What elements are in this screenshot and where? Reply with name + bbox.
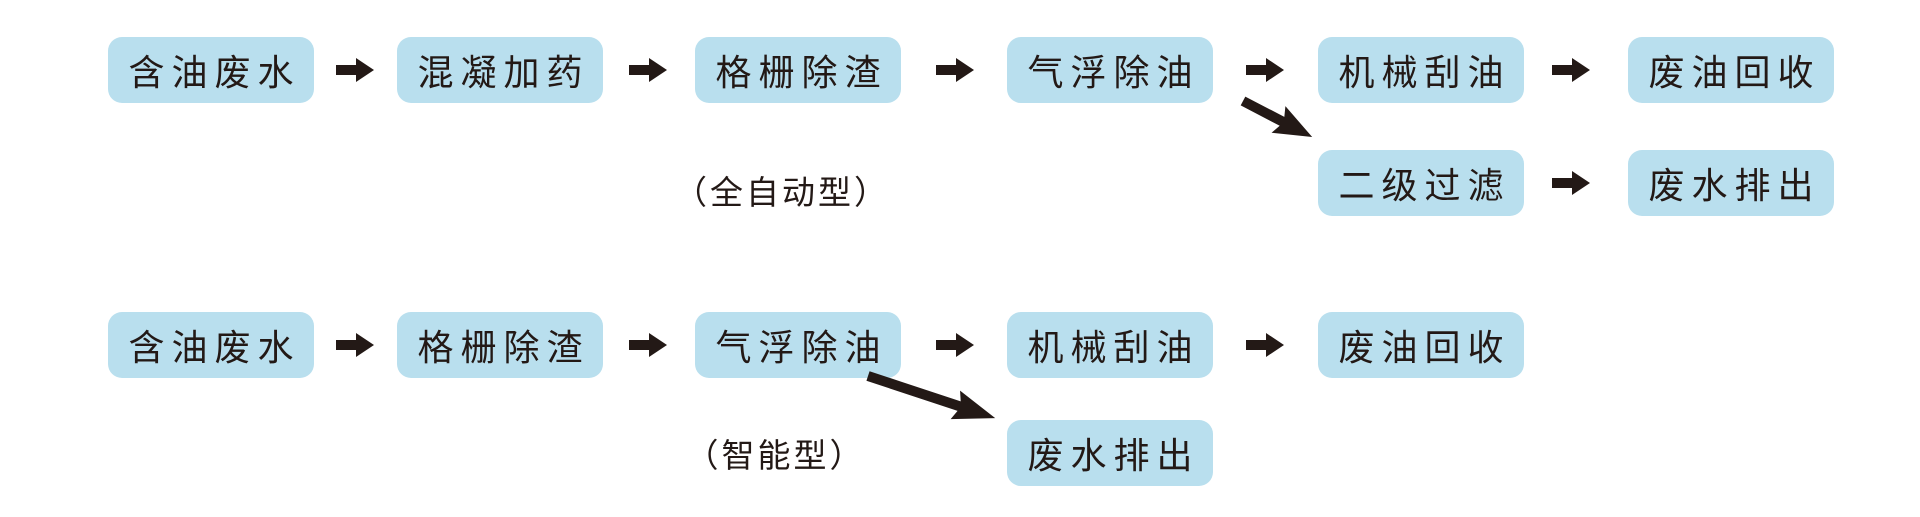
flow1-box-screen-deslagging: 格栅除渣 <box>695 37 901 103</box>
flow1-box-waste-oil-recovery: 废油回收 <box>1628 37 1834 103</box>
arrow-diagonal-icon <box>1240 96 1313 138</box>
arrow-right-icon <box>1552 58 1590 82</box>
arrow-right-icon <box>1552 171 1590 195</box>
flow2-box-screen-deslagging: 格栅除渣 <box>397 312 603 378</box>
arrow-right-icon <box>336 58 374 82</box>
arrow-right-icon <box>629 333 667 357</box>
flow1-box-wastewater-discharge: 废水排出 <box>1628 150 1834 216</box>
flow2-box-mechanical-oil-scraping: 机械刮油 <box>1007 312 1213 378</box>
flow2-type-label: （智能型） <box>685 437 866 474</box>
flow2-box-wastewater-discharge: 废水排出 <box>1007 420 1213 486</box>
flow2-box-waste-oil-recovery: 废油回收 <box>1318 312 1524 378</box>
arrow-right-icon <box>936 58 974 82</box>
flow1-box-coagulant-dosing: 混凝加药 <box>397 37 603 103</box>
flow1-box-mechanical-oil-scraping: 机械刮油 <box>1318 37 1524 103</box>
flow1-box-air-flotation-deoiling: 气浮除油 <box>1007 37 1213 103</box>
arrow-right-icon <box>936 333 974 357</box>
arrow-right-icon <box>1246 333 1284 357</box>
flow2-box-air-flotation-deoiling: 气浮除油 <box>695 312 901 378</box>
flow2-box-oily-wastewater: 含油废水 <box>108 312 314 378</box>
arrow-right-icon <box>629 58 667 82</box>
flow1-box-oily-wastewater: 含油废水 <box>108 37 314 103</box>
flow1-box-secondary-filtration: 二级过滤 <box>1318 150 1524 216</box>
flow1-type-label: （全自动型） <box>674 174 890 211</box>
arrow-right-icon <box>336 333 374 357</box>
arrow-right-icon <box>1246 58 1284 82</box>
